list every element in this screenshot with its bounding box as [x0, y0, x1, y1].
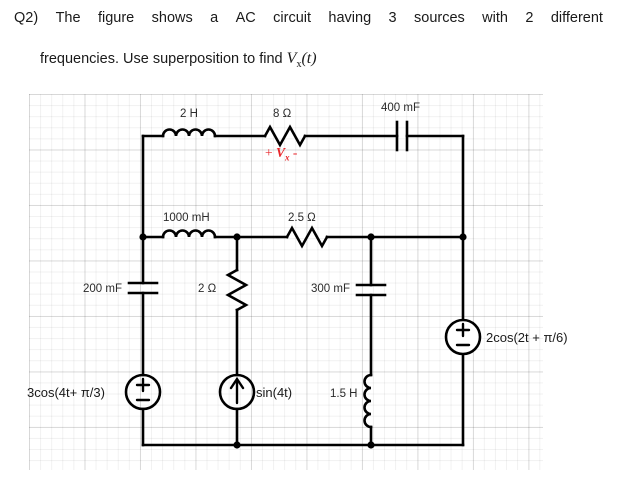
- label-voltage-source-right: 2cos(2t + π/6): [486, 330, 568, 345]
- node-left-middle: [139, 233, 147, 241]
- question-word-6: having: [328, 10, 372, 26]
- resistor-2-5ohm-symbol: [285, 225, 329, 249]
- label-capacitor-400mf: 400 mF: [381, 102, 420, 114]
- label-vx-annotation: + Vx -: [265, 145, 297, 163]
- question-word-1: figure: [97, 10, 135, 26]
- vx-symbol-arg: (t): [301, 50, 317, 67]
- vx-plus: +: [265, 145, 273, 160]
- question-text-block: Q2) The figure shows a AC circuit having…: [0, 0, 617, 92]
- label-inductor-1-5h: 1.5 H: [330, 388, 358, 400]
- question-word-10: 2: [525, 10, 534, 26]
- question-word-11: different: [550, 10, 603, 26]
- label-current-source: sin(4t): [256, 385, 293, 400]
- inductor-1-5h-symbol: [363, 373, 373, 429]
- vx-letter: Vx: [276, 145, 290, 163]
- vx-symbol-subscript: x: [296, 59, 302, 71]
- question-line-2: frequencies. Use superposition to find V…: [40, 50, 317, 70]
- question-line-1: Q2) The figure shows a AC circuit having…: [14, 10, 603, 26]
- question-line2-prefix: frequencies. Use superposition to find: [40, 51, 283, 67]
- label-resistor-8ohm: 8 Ω: [273, 108, 292, 120]
- junction-dots: [139, 233, 467, 449]
- label-resistor-2-5ohm: 2.5 Ω: [288, 212, 316, 224]
- vx-symbol: Vx(t): [286, 50, 317, 71]
- question-word-0: The: [55, 10, 81, 26]
- question-number: Q2): [14, 10, 39, 26]
- inductor-2h-symbol: [161, 128, 217, 138]
- question-word-5: circuit: [273, 10, 312, 26]
- node-c3-middle: [367, 233, 375, 241]
- graph-paper-background: [29, 94, 543, 470]
- label-capacitor-300mf: 300 mF: [311, 283, 350, 295]
- voltage-source-right-plus-sign: [455, 322, 471, 338]
- node-l3-bottom: [367, 441, 375, 449]
- label-capacitor-200mf: 200 mF: [83, 283, 122, 295]
- label-inductor-2h: 2 H: [180, 108, 198, 120]
- node-mid-middle: [233, 233, 241, 241]
- vx-symbol-letter: V: [286, 50, 297, 67]
- resistor-8ohm-symbol: [263, 124, 307, 148]
- question-word-9: with: [482, 10, 508, 26]
- label-resistor-2ohm: 2 Ω: [198, 283, 217, 295]
- question-word-7: 3: [388, 10, 397, 26]
- question-word-4: AC: [235, 10, 256, 26]
- node-mid-bottom: [233, 441, 241, 449]
- voltage-source-left-plus-sign: [135, 377, 151, 393]
- question-word-3: a: [210, 10, 219, 26]
- inductor-1000mh-symbol: [161, 229, 217, 239]
- current-source-arrow-head: [229, 376, 245, 390]
- node-right-middle: [459, 233, 467, 241]
- label-inductor-1000mh: 1000 mH: [163, 212, 210, 224]
- label-voltage-source-left: 3cos(4t+ π/3): [27, 385, 105, 400]
- question-word-2: shows: [151, 10, 193, 26]
- question-word-8: sources: [414, 10, 465, 26]
- vx-minus: -: [292, 145, 298, 160]
- resistor-2ohm-symbol: [225, 268, 249, 312]
